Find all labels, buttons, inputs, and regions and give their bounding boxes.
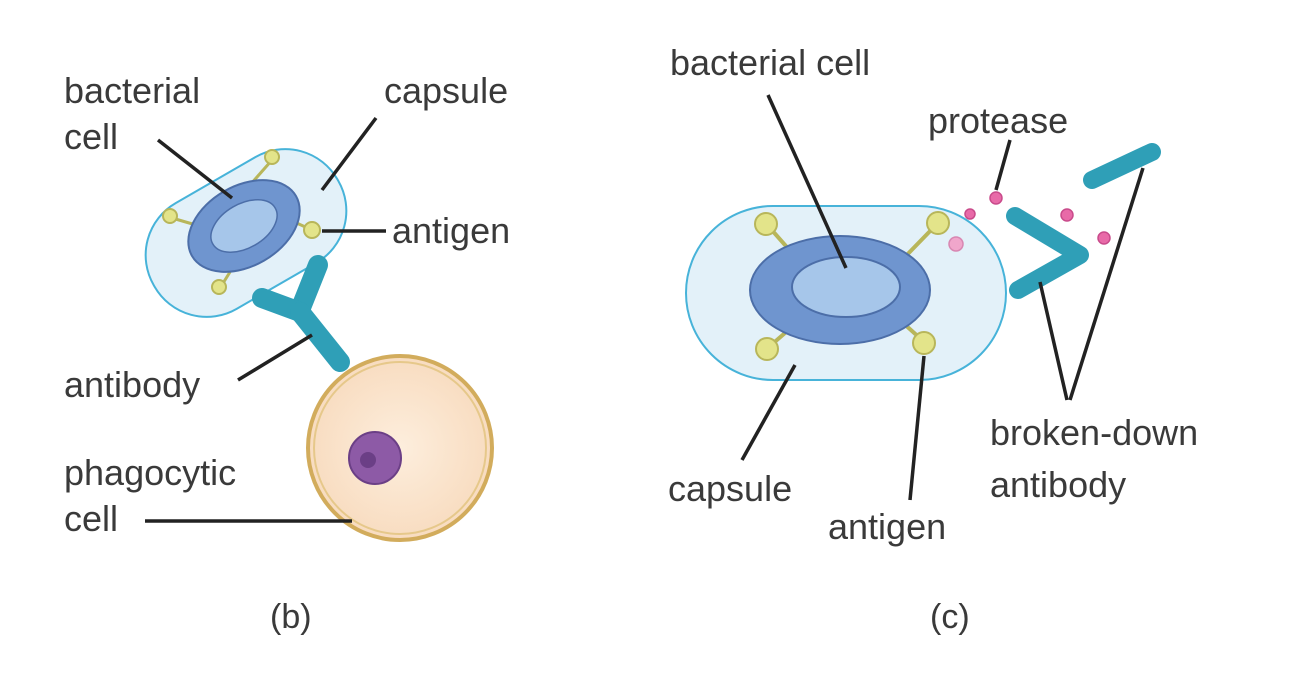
label-broken-down-antibody-line1: broken-down <box>990 412 1199 453</box>
leader-bacterial-cell-b <box>156 138 234 200</box>
leader-broken-down-1 <box>1038 281 1069 401</box>
antigen-b-2 <box>162 208 178 224</box>
label-phagocytic-cell-line1: phagocytic <box>64 452 237 493</box>
antigen-c-4 <box>912 331 936 355</box>
leader-bacterial-cell-c <box>766 94 848 269</box>
antibody-fragment-stem <box>1083 143 1161 189</box>
protease-5 <box>948 236 964 252</box>
bacterial-cell-b-inner <box>210 199 278 253</box>
leader-antibody-b <box>237 333 313 382</box>
leader-capsule-b <box>320 116 378 192</box>
label-protease: protease <box>928 100 1069 141</box>
antigen-c-3 <box>755 337 779 361</box>
label-bacterial-cell-b-line2: cell <box>64 116 119 157</box>
label-bacterial-cell-c: bacterial cell <box>670 42 871 83</box>
label-antibody-b: antibody <box>64 364 201 405</box>
leader-capsule-c <box>740 364 797 461</box>
antibody-fragment-v <box>1006 207 1089 299</box>
label-bacterial-cell-b-line1: bacterial <box>64 70 201 111</box>
label-antigen-b: antigen <box>392 210 511 251</box>
protease-1 <box>989 191 1003 205</box>
antigen-heads-c <box>754 211 950 361</box>
label-capsule-b: capsule <box>384 70 509 111</box>
leaders-b <box>145 116 386 523</box>
broken-down-antibody <box>1006 143 1161 299</box>
antigen-c-1 <box>754 212 778 236</box>
antigen-c-2 <box>926 211 950 235</box>
protease-3 <box>1060 208 1074 222</box>
leaders-c <box>740 94 1145 501</box>
label-capsule-c: capsule <box>668 468 793 509</box>
antibody-b <box>252 255 350 372</box>
leader-antigen-c <box>908 355 926 501</box>
panel-c <box>685 94 1161 501</box>
leader-protease <box>994 139 1012 191</box>
antigen-b-4 <box>211 279 227 295</box>
protease-particles <box>948 191 1111 252</box>
caption-b: (b) <box>270 598 312 636</box>
antigen-b-3 <box>303 221 321 239</box>
panel-b <box>144 116 494 542</box>
nucleolus <box>360 452 376 468</box>
label-antigen-c: antigen <box>828 506 947 547</box>
antigen-b-1 <box>264 149 280 165</box>
phagocytic-cell-rim <box>313 361 487 535</box>
label-phagocytic-cell-line2: cell <box>64 498 119 539</box>
label-broken-down-antibody-line2: antibody <box>990 464 1127 505</box>
bacterial-cell-c-inner <box>791 256 901 318</box>
protease-2 <box>964 208 976 220</box>
antigen-heads-b <box>162 149 321 295</box>
protease-4 <box>1097 231 1111 245</box>
leader-broken-down-2 <box>1068 167 1145 401</box>
caption-c: (c) <box>930 598 970 636</box>
